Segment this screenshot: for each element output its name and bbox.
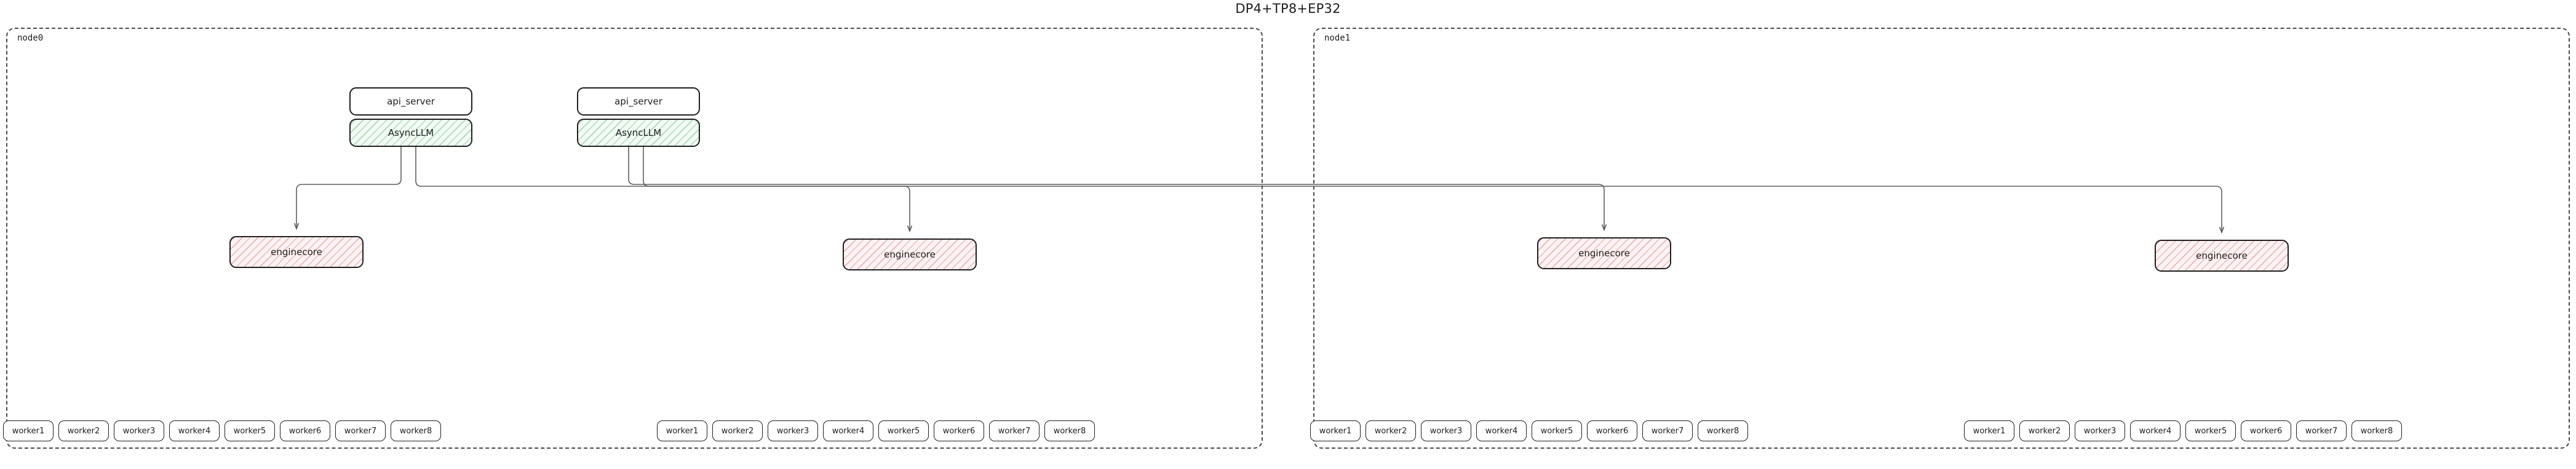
worker-label: worker6: [942, 426, 976, 436]
node-n0-llm0[interactable]: AsyncLLM: [349, 119, 472, 147]
worker-box[interactable]: worker4: [823, 420, 873, 441]
edge-n0-llm0-to-n0-core0: [296, 147, 402, 229]
worker-label: worker1: [1973, 426, 2006, 436]
worker-label: worker1: [12, 426, 45, 436]
cluster-label-node1: node1: [1324, 33, 1351, 43]
worker-box[interactable]: worker6: [1587, 420, 1637, 441]
worker-box[interactable]: worker1: [1964, 420, 2014, 441]
cluster-node0: node0: [6, 28, 1263, 449]
edge-n0-llm0-to-n0-core1: [415, 147, 910, 231]
worker-box[interactable]: worker6: [2241, 420, 2291, 441]
worker-box[interactable]: worker3: [1421, 420, 1471, 441]
worker-box[interactable]: worker5: [878, 420, 929, 441]
connector-paths: [296, 147, 2222, 232]
worker-label: worker4: [2139, 426, 2172, 436]
worker-label: worker3: [776, 426, 809, 436]
edge-n0-llm1-to-n1-core1: [643, 147, 2222, 232]
node-n0-api1[interactable]: api_server: [577, 87, 700, 116]
worker-label: worker2: [2028, 426, 2061, 436]
worker-label: worker2: [1374, 426, 1407, 436]
node-label-n0-llm1: AsyncLLM: [615, 127, 662, 138]
cluster-node1: node1: [1313, 28, 2570, 449]
worker-label: worker5: [887, 426, 920, 436]
node-label-n0-core1: enginecore: [884, 249, 936, 260]
worker-label: worker5: [2194, 426, 2227, 436]
worker-box[interactable]: worker1: [1310, 420, 1361, 441]
worker-box[interactable]: worker7: [2296, 420, 2347, 441]
worker-box[interactable]: worker1: [657, 420, 707, 441]
worker-box[interactable]: worker8: [391, 420, 441, 441]
worker-box[interactable]: worker5: [2185, 420, 2236, 441]
worker-label: worker4: [832, 426, 865, 436]
worker-label: worker2: [721, 426, 754, 436]
page-title: DP4+TP8+EP32: [1235, 1, 1341, 16]
worker-box[interactable]: worker5: [225, 420, 275, 441]
worker-box[interactable]: worker6: [280, 420, 330, 441]
node-n0-core1[interactable]: enginecore: [843, 238, 977, 270]
worker-box[interactable]: worker8: [1698, 420, 1748, 441]
worker-box[interactable]: worker6: [934, 420, 984, 441]
worker-label: worker4: [178, 426, 211, 436]
node-label-n0-api0: api_server: [387, 96, 435, 107]
worker-box[interactable]: worker3: [114, 420, 164, 441]
worker-label: worker3: [2083, 426, 2117, 436]
node-n0-llm1[interactable]: AsyncLLM: [577, 119, 700, 147]
worker-box[interactable]: worker8: [1044, 420, 1095, 441]
edge-n0-llm1-to-n1-core0: [628, 147, 1604, 230]
worker-label: worker5: [1540, 426, 1573, 436]
node-n0-core0[interactable]: enginecore: [229, 236, 364, 268]
worker-box[interactable]: worker2: [58, 420, 109, 441]
worker-box[interactable]: worker7: [989, 420, 1040, 441]
worker-label: worker8: [399, 426, 432, 436]
worker-label: worker7: [2305, 426, 2338, 436]
worker-box[interactable]: worker2: [1366, 420, 1416, 441]
worker-label: worker3: [122, 426, 156, 436]
node-label-n0-llm0: AsyncLLM: [388, 127, 434, 138]
worker-label: worker4: [1485, 426, 1518, 436]
worker-label: worker8: [1706, 426, 1739, 436]
worker-box[interactable]: worker2: [2019, 420, 2070, 441]
worker-box[interactable]: worker2: [712, 420, 763, 441]
node-label-n0-core0: enginecore: [271, 246, 322, 258]
worker-label: worker6: [288, 426, 322, 436]
worker-box[interactable]: worker8: [2351, 420, 2402, 441]
worker-box[interactable]: worker4: [169, 420, 220, 441]
worker-label: worker1: [666, 426, 699, 436]
worker-label: worker8: [1053, 426, 1086, 436]
worker-label: worker2: [67, 426, 100, 436]
worker-box[interactable]: worker3: [2075, 420, 2125, 441]
worker-box[interactable]: worker4: [1476, 420, 1527, 441]
worker-label: worker6: [2249, 426, 2283, 436]
worker-label: worker7: [344, 426, 377, 436]
node-label-n0-api1: api_server: [614, 96, 662, 107]
worker-label: worker6: [1596, 426, 1629, 436]
cluster-label-node0: node0: [17, 33, 44, 43]
worker-label: worker7: [1651, 426, 1684, 436]
worker-box[interactable]: worker5: [1532, 420, 1582, 441]
worker-label: worker7: [998, 426, 1031, 436]
worker-label: worker1: [1319, 426, 1352, 436]
node-n0-api0[interactable]: api_server: [349, 87, 472, 116]
worker-box[interactable]: worker1: [3, 420, 54, 441]
worker-label: worker3: [1429, 426, 1463, 436]
worker-box[interactable]: worker4: [2130, 420, 2180, 441]
worker-box[interactable]: worker3: [768, 420, 818, 441]
worker-label: worker5: [233, 426, 266, 436]
node-n1-core0[interactable]: enginecore: [1537, 237, 1671, 269]
worker-label: worker8: [2360, 426, 2393, 436]
node-label-n1-core1: enginecore: [2196, 250, 2248, 261]
node-label-n1-core0: enginecore: [1578, 248, 1630, 259]
node-n1-core1[interactable]: enginecore: [2155, 240, 2289, 272]
worker-box[interactable]: worker7: [335, 420, 386, 441]
worker-box[interactable]: worker7: [1642, 420, 1693, 441]
